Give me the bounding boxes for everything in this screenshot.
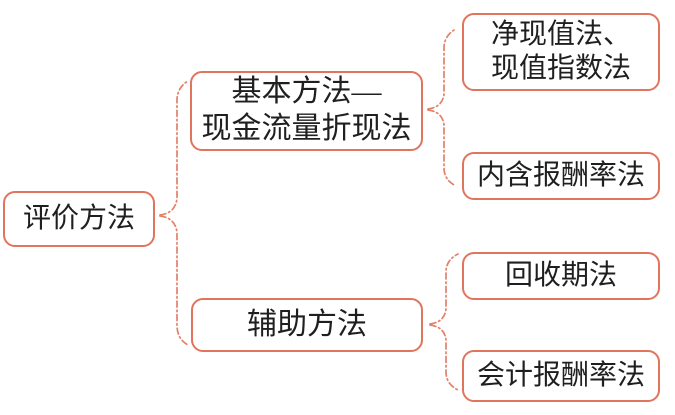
- node-npv-pvi-method: 净现值法、 现值指数法: [462, 13, 660, 91]
- node-payback-period-method: 回收期法: [462, 252, 660, 300]
- node-irr-label: 内含报酬率法: [476, 159, 645, 191]
- node-basic-method-label-line1: 基本方法—: [231, 75, 382, 109]
- brace-auxiliary: [429, 253, 459, 391]
- node-arr-label: 会计报酬率法: [476, 359, 645, 391]
- node-accounting-rate-of-return-method: 会计报酬率法: [462, 350, 660, 402]
- node-basic-method-label-line2: 现金流量折现法: [201, 112, 412, 145]
- node-npv-label-line1: 净现值法、: [490, 18, 631, 50]
- brace-basic: [427, 28, 457, 187]
- node-payback-label: 回收期法: [504, 259, 617, 291]
- brace-root: [159, 80, 189, 346]
- node-npv-label-line2: 现值指数法: [490, 53, 631, 84]
- node-basic-method-dcf: 基本方法— 现金流量折现法: [190, 71, 423, 151]
- node-evaluation-methods: 评价方法: [3, 191, 155, 247]
- node-auxiliary-method: 辅助方法: [191, 298, 423, 352]
- node-auxiliary-method-label: 辅助方法: [247, 307, 367, 341]
- node-evaluation-methods-label: 评价方法: [22, 202, 135, 234]
- node-irr-method: 内含报酬率法: [462, 152, 660, 200]
